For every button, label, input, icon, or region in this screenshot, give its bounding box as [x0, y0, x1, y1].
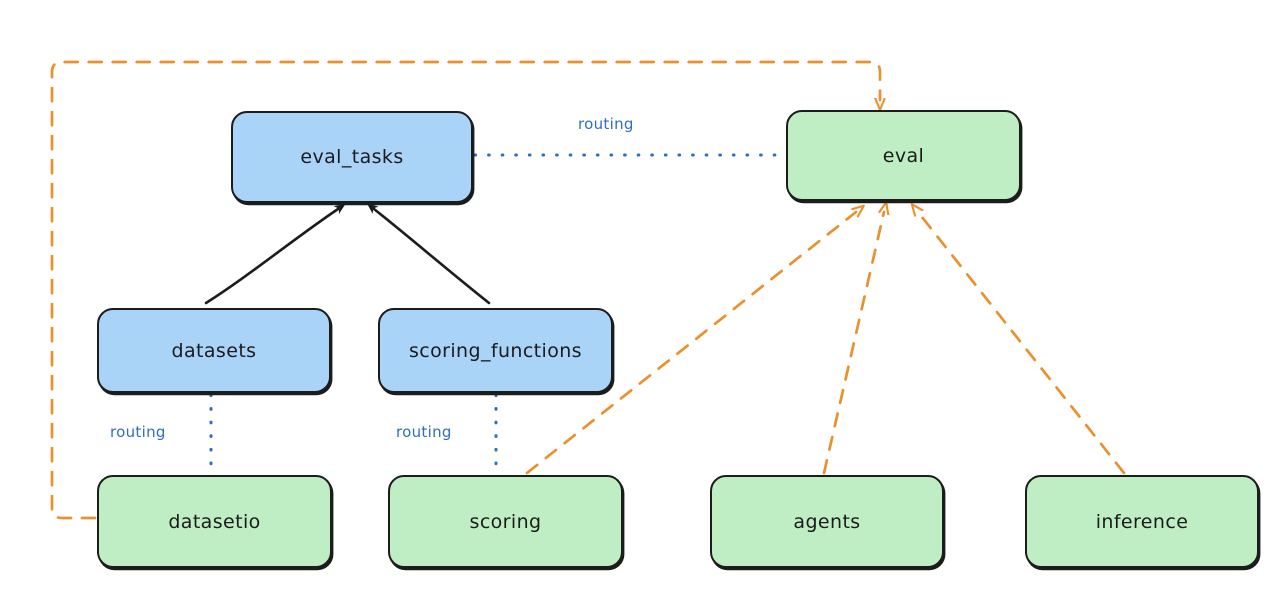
edge-datasets-to-eval-tasks — [204, 203, 346, 305]
edge-agents-to-eval — [822, 212, 884, 475]
node-label-scoring-functions: scoring_functions — [409, 339, 582, 362]
edge-label-routing-scoring-functions-scoring: routing — [396, 423, 452, 441]
node-label-scoring: scoring — [469, 510, 542, 533]
edge-scoring-to-eval — [525, 212, 856, 475]
node-scoring[interactable]: scoring — [388, 475, 623, 568]
edge-inference-to-eval — [918, 212, 1126, 475]
node-agents[interactable]: agents — [710, 475, 944, 568]
node-scoring-functions[interactable]: scoring_functions — [378, 308, 613, 393]
node-eval[interactable]: eval — [786, 110, 1021, 201]
node-label-eval-tasks: eval_tasks — [300, 146, 404, 168]
edge-scoring-functions-to-eval-tasks — [366, 203, 491, 305]
node-inference[interactable]: inference — [1025, 475, 1259, 568]
node-eval-tasks[interactable]: eval_tasks — [231, 111, 473, 203]
node-datasets[interactable]: datasets — [97, 308, 331, 393]
node-label-datasetio: datasetio — [168, 510, 261, 533]
node-label-agents: agents — [793, 510, 861, 533]
node-label-datasets: datasets — [171, 339, 257, 362]
edge-label-routing-datasets-datasetio: routing — [110, 423, 166, 441]
node-datasetio[interactable]: datasetio — [97, 475, 332, 568]
edge-label-routing-eval-tasks-eval: routing — [578, 115, 634, 133]
node-label-eval: eval — [882, 144, 925, 167]
node-label-inference: inference — [1095, 510, 1189, 533]
edge-datasetio-to-eval — [50, 60, 880, 520]
